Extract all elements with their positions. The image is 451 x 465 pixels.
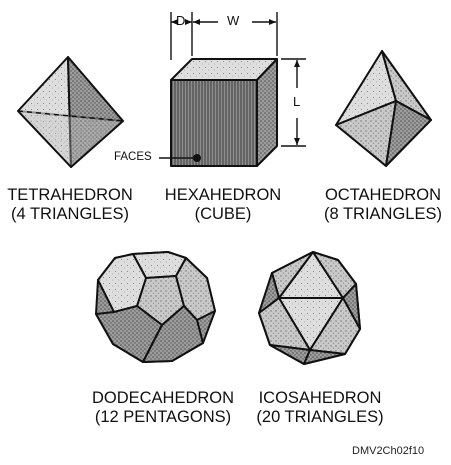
icosahedron-name: ICOSAHEDRON — [258, 389, 382, 407]
dodecahedron-name: DODECAHEDRON — [91, 389, 235, 407]
icosahedron-faces: (20 TRIANGLES) — [256, 408, 384, 426]
octahedron-name: OCTAHEDRON — [324, 186, 442, 204]
tetrahedron-caption: TETRAHEDRON (4 TRIANGLES) — [5, 186, 135, 224]
dodecahedron-faces: (12 PENTAGONS) — [94, 408, 232, 426]
octahedron-caption: OCTAHEDRON (8 TRIANGLES) — [318, 186, 448, 224]
hexahedron-name: HEXAHEDRON — [164, 186, 282, 204]
hexahedron-faces: (CUBE) — [194, 205, 252, 223]
dodecahedron-shape — [95, 251, 216, 363]
octahedron-shape — [335, 50, 432, 167]
tetrahedron-faces: (4 TRIANGLES) — [11, 205, 129, 223]
octahedron-faces: (8 TRIANGLES) — [324, 205, 442, 223]
tetrahedron-name: TETRAHEDRON — [7, 186, 133, 204]
cube-dimension-lines — [159, 12, 306, 159]
hexahedron-caption: HEXAHEDRON (CUBE) — [158, 186, 288, 224]
icosahedron-shape — [258, 251, 361, 365]
tetrahedron-shape — [17, 56, 124, 168]
figure-id: DMV2Ch02f10 — [352, 445, 425, 457]
cube-depth-label: D — [176, 13, 186, 28]
dodecahedron-caption: DODECAHEDRON (12 PENTAGONS) — [88, 389, 238, 427]
hexahedron-shape — [170, 58, 278, 167]
icosahedron-caption: ICOSAHEDRON (20 TRIANGLES) — [245, 389, 395, 427]
cube-faces-label: FACES — [114, 151, 152, 163]
cube-length-label: L — [293, 94, 301, 109]
cube-width-label: W — [227, 13, 240, 28]
